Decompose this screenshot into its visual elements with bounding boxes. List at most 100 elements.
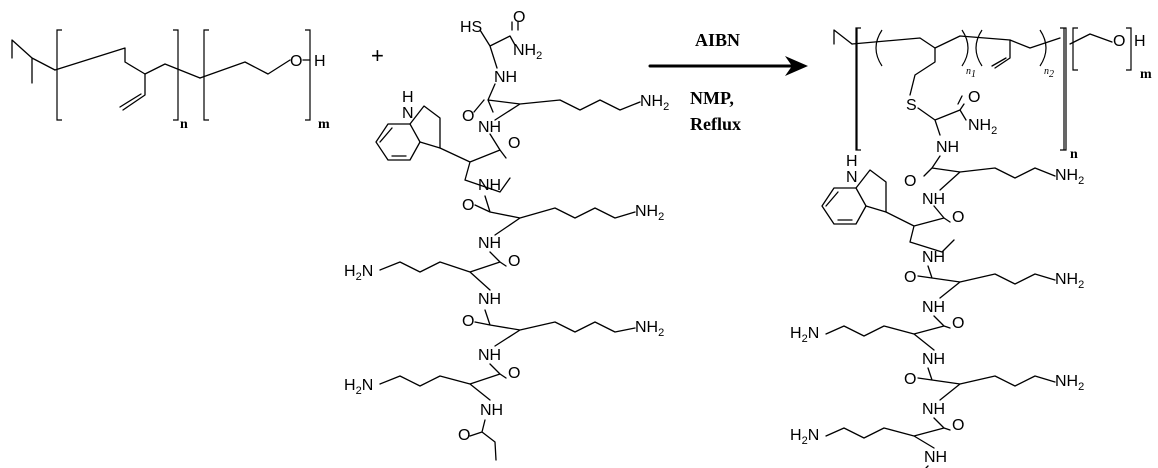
index-n1: n1 [966, 66, 976, 80]
cys-bonds [917, 95, 967, 136]
carbonyl-oxygen: O [462, 313, 474, 330]
acetyl-bonds [469, 419, 497, 461]
amide-nh-7: NH [924, 449, 947, 466]
oxygen-atom: O [290, 53, 302, 70]
indole-h: H [402, 89, 414, 106]
carbonyl-oxygen: O [508, 365, 520, 382]
amide-nh-3: NH [478, 177, 501, 194]
product-polymer: n1 n2 n O H m S O NH2 NH O NH2 NH O H [790, 27, 1152, 468]
lys3-bonds [825, 315, 951, 351]
bracket-m-right [1126, 27, 1132, 71]
paren-n1-right [961, 29, 969, 67]
amide-nh-2: NH [478, 119, 501, 136]
amide-nh-2: NH [922, 191, 945, 208]
indole-n: N [402, 105, 414, 122]
amide-nh-5: NH [478, 291, 501, 308]
butadiene-backbone [54, 47, 201, 79]
lys5-bonds [379, 363, 507, 401]
outer-bracket-n-right [1060, 27, 1067, 151]
index-m: m [318, 117, 330, 132]
paren-n2-left [975, 29, 983, 67]
carbonyl-oxygen: O [462, 108, 474, 125]
lys3-bonds [379, 251, 507, 291]
amide-nh-3: NH [922, 249, 945, 266]
side-chain-amine-left: H2N [790, 427, 819, 447]
hydrogen-atom: H [314, 53, 326, 70]
sulfur-atom: S [906, 97, 917, 114]
cys-bonds [479, 21, 519, 69]
index-n: n [180, 117, 188, 132]
amide-nh-5: NH [922, 351, 945, 368]
amide-nh-1: NH [494, 69, 517, 86]
carbonyl-oxygen: O [508, 135, 520, 152]
amide-nh-4: NH [922, 299, 945, 316]
bracket-m-left [203, 29, 209, 121]
product-index-n: n [1070, 147, 1078, 162]
side-chain-amine: NH2 [635, 319, 664, 339]
lys2-bonds [474, 195, 636, 236]
indole-ring [821, 169, 887, 225]
product-backbone [851, 35, 1061, 49]
amide-nh-6: NH [478, 347, 501, 364]
carbonyl-oxygen: O [952, 315, 964, 332]
lys4-bonds [917, 367, 1056, 401]
reactant-polymer: n O H m [11, 29, 330, 132]
acetyl-oxygen: O [458, 427, 470, 444]
indole-h: H [846, 153, 858, 170]
amide-nh-7: NH [480, 402, 503, 419]
bracket-m-left [1072, 27, 1078, 71]
product-index-m: m [1140, 67, 1152, 82]
end-group-bonds [11, 39, 56, 84]
condition-above: AIBN [695, 30, 740, 50]
condition-below-1: NMP, [690, 88, 734, 108]
lys4-bonds [474, 309, 636, 347]
index-n2: n2 [1044, 66, 1054, 80]
indole-ring [375, 105, 441, 161]
bracket-m-right [305, 29, 311, 121]
lys2-bonds [917, 265, 1056, 299]
trp-bonds [439, 133, 511, 193]
paren-n1-left [875, 29, 883, 67]
side-chain-amine: NH2 [640, 93, 669, 113]
trp-bonds [885, 205, 955, 253]
amide-nh-4: NH [478, 235, 501, 252]
carbonyl-oxygen: O [904, 269, 916, 286]
terminal-amide: NH2 [968, 117, 997, 137]
product-end-group [833, 29, 853, 45]
carbonyl-oxygen: O [952, 209, 964, 226]
side-chain-amine-left: H2N [344, 263, 373, 283]
peo-backbone [199, 59, 291, 79]
side-chain-amine: NH2 [635, 203, 664, 223]
product-oxygen: O [1113, 33, 1125, 50]
side-chain-amine-left: H2N [790, 325, 819, 345]
thioether-chain [909, 47, 936, 96]
indole-n: N [846, 169, 858, 186]
carbonyl-oxygen: O [508, 253, 520, 270]
amide-nh-1: NH [936, 139, 959, 156]
terminal-amide: NH2 [513, 42, 542, 62]
carbonyl-oxygen: O [462, 197, 474, 214]
vinyl-side-group [119, 73, 146, 111]
peptide: HS O NH2 NH O NH2 NH O H N NH O NH2 NH O… [344, 9, 669, 461]
carbonyl-oxygen: O [952, 417, 964, 434]
bracket-n-left [56, 29, 62, 121]
side-chain-amine: NH2 [1055, 167, 1084, 187]
carbonyl-oxygen: O [904, 173, 916, 190]
product-hydrogen: H [1134, 33, 1146, 50]
lys5-bonds [825, 417, 951, 449]
thiol-label: HS [460, 19, 482, 36]
reaction-arrow: AIBN NMP, Reflux [648, 30, 808, 134]
carbonyl-oxygen: O [513, 9, 525, 26]
side-chain-amine: NH2 [1055, 271, 1084, 291]
bracket-n-right [173, 29, 179, 121]
lys1-bonds [473, 83, 641, 121]
product-peo [1069, 33, 1113, 45]
side-chain-amine-left: H2N [344, 377, 373, 397]
carbonyl-oxygen: O [904, 371, 916, 388]
carbonyl-oxygen: O [968, 89, 980, 106]
condition-below-2: Reflux [690, 114, 741, 134]
outer-bracket-n-left [855, 27, 861, 151]
paren-n2-right [1039, 29, 1047, 67]
lys1-bonds [923, 155, 1056, 191]
